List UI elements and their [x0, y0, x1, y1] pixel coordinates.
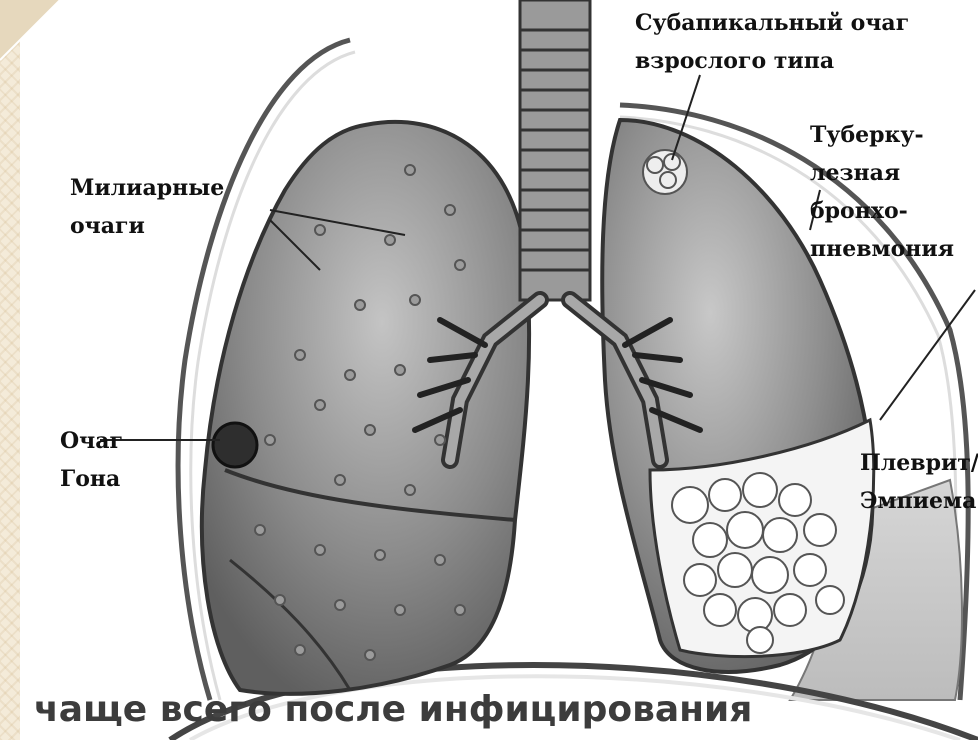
label-broncho-4: пневмония: [810, 236, 954, 262]
lung-illustration: Субапикальный очаг взрослого типа Милиар…: [20, 0, 978, 740]
label-broncho-3: бронхо-: [810, 198, 908, 224]
label-miliary-1: Милиарные: [70, 175, 224, 201]
ghon-focus: [213, 423, 257, 467]
label-miliary-2: очаги: [70, 213, 145, 239]
label-pleurisy-1: Плеврит/: [860, 450, 978, 476]
trachea: [520, 0, 590, 300]
label-ghon-2: Гона: [60, 466, 120, 492]
left-lung: [202, 122, 529, 694]
label-broncho-2: лезная: [810, 160, 900, 186]
subapical-focus: [643, 150, 687, 194]
slide-corner-decoration: [0, 0, 140, 140]
label-subapical-1: Субапикальный очаг: [635, 10, 909, 36]
lung-diagram: Субапикальный очаг взрослого типа Милиар…: [20, 0, 978, 740]
label-broncho-1: Туберку-: [810, 122, 924, 148]
label-ghon-1: Очаг: [60, 428, 123, 454]
label-pleurisy-2: Эмпиема: [860, 488, 976, 514]
label-subapical-2: взрослого типа: [635, 48, 834, 74]
slide-caption: чаще всего после инфицирования: [34, 690, 754, 730]
